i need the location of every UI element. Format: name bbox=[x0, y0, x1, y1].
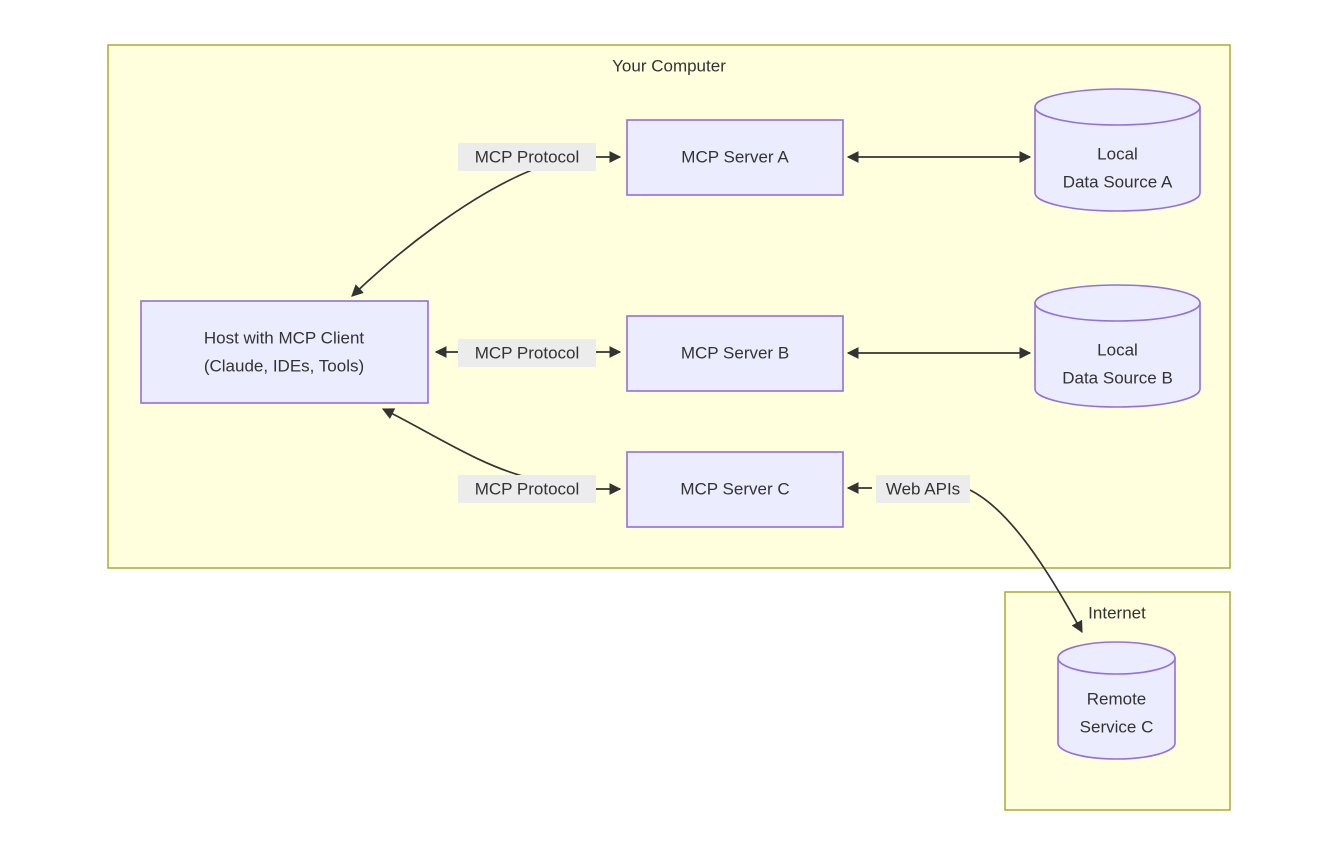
edge-host-server-a-curve bbox=[351, 169, 533, 297]
node-datasource-a-body[interactable] bbox=[1034, 106, 1201, 212]
edge-label-mcp-protocol-c-bg bbox=[458, 475, 596, 503]
edge-host-server-a bbox=[351, 151, 622, 297]
node-datasource-b[interactable]: Local Data Source B bbox=[1034, 284, 1201, 408]
node-server-c-box[interactable] bbox=[626, 451, 844, 528]
node-datasource-a-label-line1: Local bbox=[1097, 144, 1138, 163]
node-remote-c-body[interactable] bbox=[1057, 657, 1176, 760]
group-internet: Internet bbox=[1004, 591, 1231, 811]
edge-host-server-c-curve bbox=[381, 408, 531, 479]
node-datasource-b-label-line1: Local bbox=[1097, 340, 1138, 359]
node-remote-c[interactable]: Remote Service C bbox=[1057, 641, 1176, 760]
node-server-a-label: MCP Server A bbox=[681, 147, 789, 166]
edge-host-server-c bbox=[381, 408, 622, 495]
edge-label-mcp-protocol-a-bg bbox=[458, 143, 596, 171]
node-datasource-b-top bbox=[1034, 284, 1201, 322]
group-internet-title: Internet bbox=[1088, 603, 1146, 622]
edge-label-mcp-protocol-b-bg bbox=[458, 339, 596, 367]
node-remote-c-label-line1: Remote bbox=[1087, 689, 1147, 708]
node-server-c[interactable]: MCP Server C bbox=[626, 451, 844, 528]
node-datasource-a[interactable]: Local Data Source A bbox=[1034, 88, 1201, 212]
edge-label-mcp-protocol-c: MCP Protocol bbox=[458, 475, 596, 503]
edge-label-web-apis-text: Web APIs bbox=[886, 479, 960, 498]
node-server-c-label: MCP Server C bbox=[680, 479, 789, 498]
node-server-a-box[interactable] bbox=[626, 119, 844, 196]
edge-label-web-apis-bg bbox=[876, 475, 970, 503]
node-server-a[interactable]: MCP Server A bbox=[626, 119, 844, 196]
node-host[interactable]: Host with MCP Client (Claude, IDEs, Tool… bbox=[140, 300, 429, 404]
edge-label-mcp-protocol-a-text: MCP Protocol bbox=[475, 147, 580, 166]
edge-server-c-remote-c bbox=[846, 482, 1083, 634]
node-datasource-a-top bbox=[1034, 88, 1201, 126]
group-your-computer-title: Your Computer bbox=[612, 56, 726, 75]
edge-label-mcp-protocol-b: MCP Protocol bbox=[458, 339, 596, 367]
node-remote-c-top bbox=[1057, 641, 1176, 675]
node-server-b-box[interactable] bbox=[626, 315, 844, 392]
edge-server-c-remote-c-curve bbox=[969, 489, 1083, 634]
node-host-label-line2: (Claude, IDEs, Tools) bbox=[204, 356, 364, 375]
node-datasource-b-label-line2: Data Source B bbox=[1062, 368, 1173, 387]
edge-label-web-apis: Web APIs bbox=[876, 475, 970, 503]
node-server-b-label: MCP Server B bbox=[681, 343, 789, 362]
edge-label-mcp-protocol-a: MCP Protocol bbox=[458, 143, 596, 171]
node-host-label-line1: Host with MCP Client bbox=[204, 328, 365, 347]
group-internet-box bbox=[1004, 591, 1231, 811]
edge-label-mcp-protocol-b-text: MCP Protocol bbox=[475, 343, 580, 362]
node-datasource-b-body[interactable] bbox=[1034, 302, 1201, 408]
node-host-box[interactable] bbox=[140, 300, 429, 404]
edge-label-mcp-protocol-c-text: MCP Protocol bbox=[475, 479, 580, 498]
node-server-b[interactable]: MCP Server B bbox=[626, 315, 844, 392]
node-datasource-a-label-line2: Data Source A bbox=[1063, 172, 1173, 191]
node-remote-c-label-line2: Service C bbox=[1080, 717, 1154, 736]
